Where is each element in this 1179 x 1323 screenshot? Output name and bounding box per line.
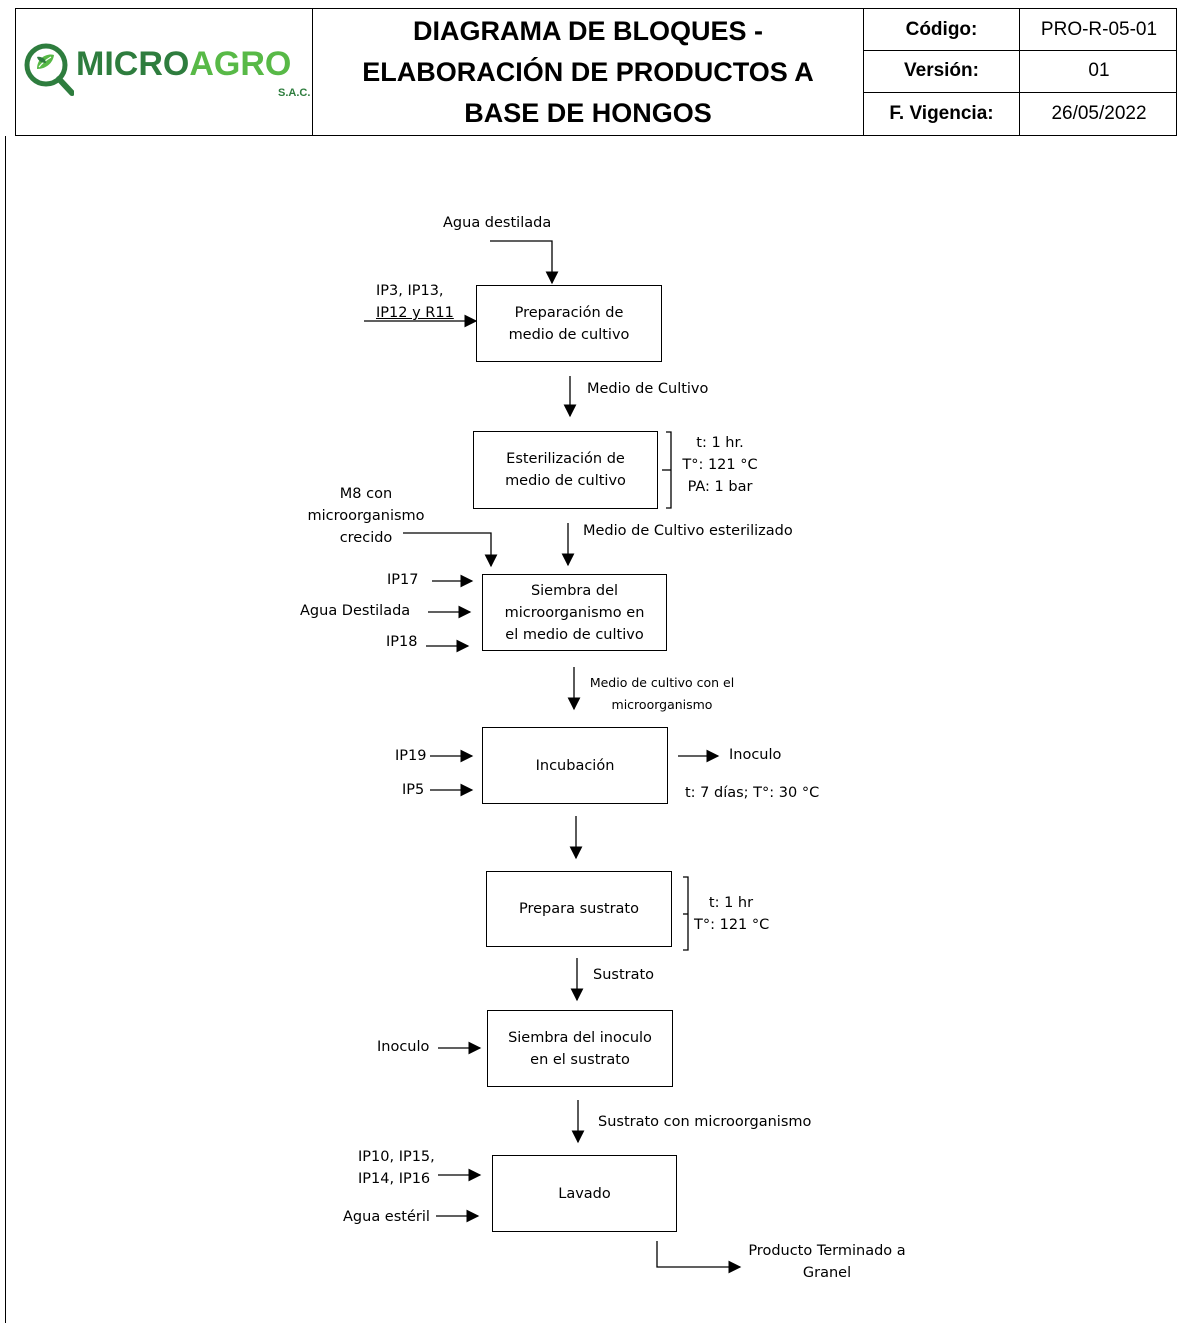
vigencia-label: F. Vigencia: — [889, 103, 994, 124]
flow-medio-esterilizado: Medio de Cultivo esterilizado — [583, 523, 793, 539]
flow-medio-cultivo: Medio de Cultivo — [587, 381, 709, 397]
codigo-label: Código: — [905, 19, 978, 40]
input-ip18: IP18 — [386, 634, 418, 650]
input-agua-destilada: Agua destilada — [443, 215, 552, 231]
vigencia-value: 26/05/2022 — [1051, 103, 1147, 124]
block-prepara-sustrato: Prepara sustrato — [486, 871, 672, 947]
input-ip17: IP17 — [387, 572, 419, 588]
page-left-border — [5, 136, 6, 1323]
version-value: 01 — [1088, 60, 1110, 81]
conditions-esterilizacion: t: 1 hr. T°: 121 °C PA: 1 bar — [682, 435, 758, 495]
input-ip3-ip13: IP3, IP13, IP12 y R11 — [376, 283, 454, 321]
input-ip5: IP5 — [402, 782, 425, 798]
document-title: DIAGRAMA DE BLOQUES - ELABORACIÓN DE PRO… — [362, 16, 814, 128]
input-agua-destilada-2: Agua Destilada — [300, 603, 411, 619]
flow-sustrato-micro: Sustrato con microorganismo — [598, 1114, 812, 1130]
logo-subtitle: S.A.C. — [278, 87, 311, 99]
output-inoculo: Inoculo — [729, 747, 782, 763]
conditions-sustrato: t: 1 hr T°: 121 °C — [694, 895, 770, 933]
block-incubacion: Incubación — [482, 727, 668, 804]
input-agua-esteril: Agua estéril — [343, 1209, 430, 1225]
input-ip10-ip15: IP10, IP15,IP14, IP16 — [358, 1149, 435, 1187]
codigo-value: PRO-R-05-01 — [1040, 19, 1158, 40]
magnifier-leaf-icon — [24, 43, 74, 96]
input-ip19: IP19 — [395, 748, 427, 764]
document-header: MICROAGRO S.A.C. DIAGRAMA DE BLOQUES - E… — [15, 8, 1177, 136]
flow-sustrato: Sustrato — [593, 967, 655, 983]
version-label: Versión: — [904, 60, 979, 81]
conditions-incubacion: t: 7 días; T°: 30 °C — [685, 785, 820, 801]
block-lavado: Lavado — [492, 1155, 677, 1232]
logo-wordmark: MICROAGRO — [76, 45, 292, 83]
company-logo: MICROAGRO S.A.C. — [22, 29, 312, 109]
input-inoculo: Inoculo — [377, 1039, 430, 1055]
